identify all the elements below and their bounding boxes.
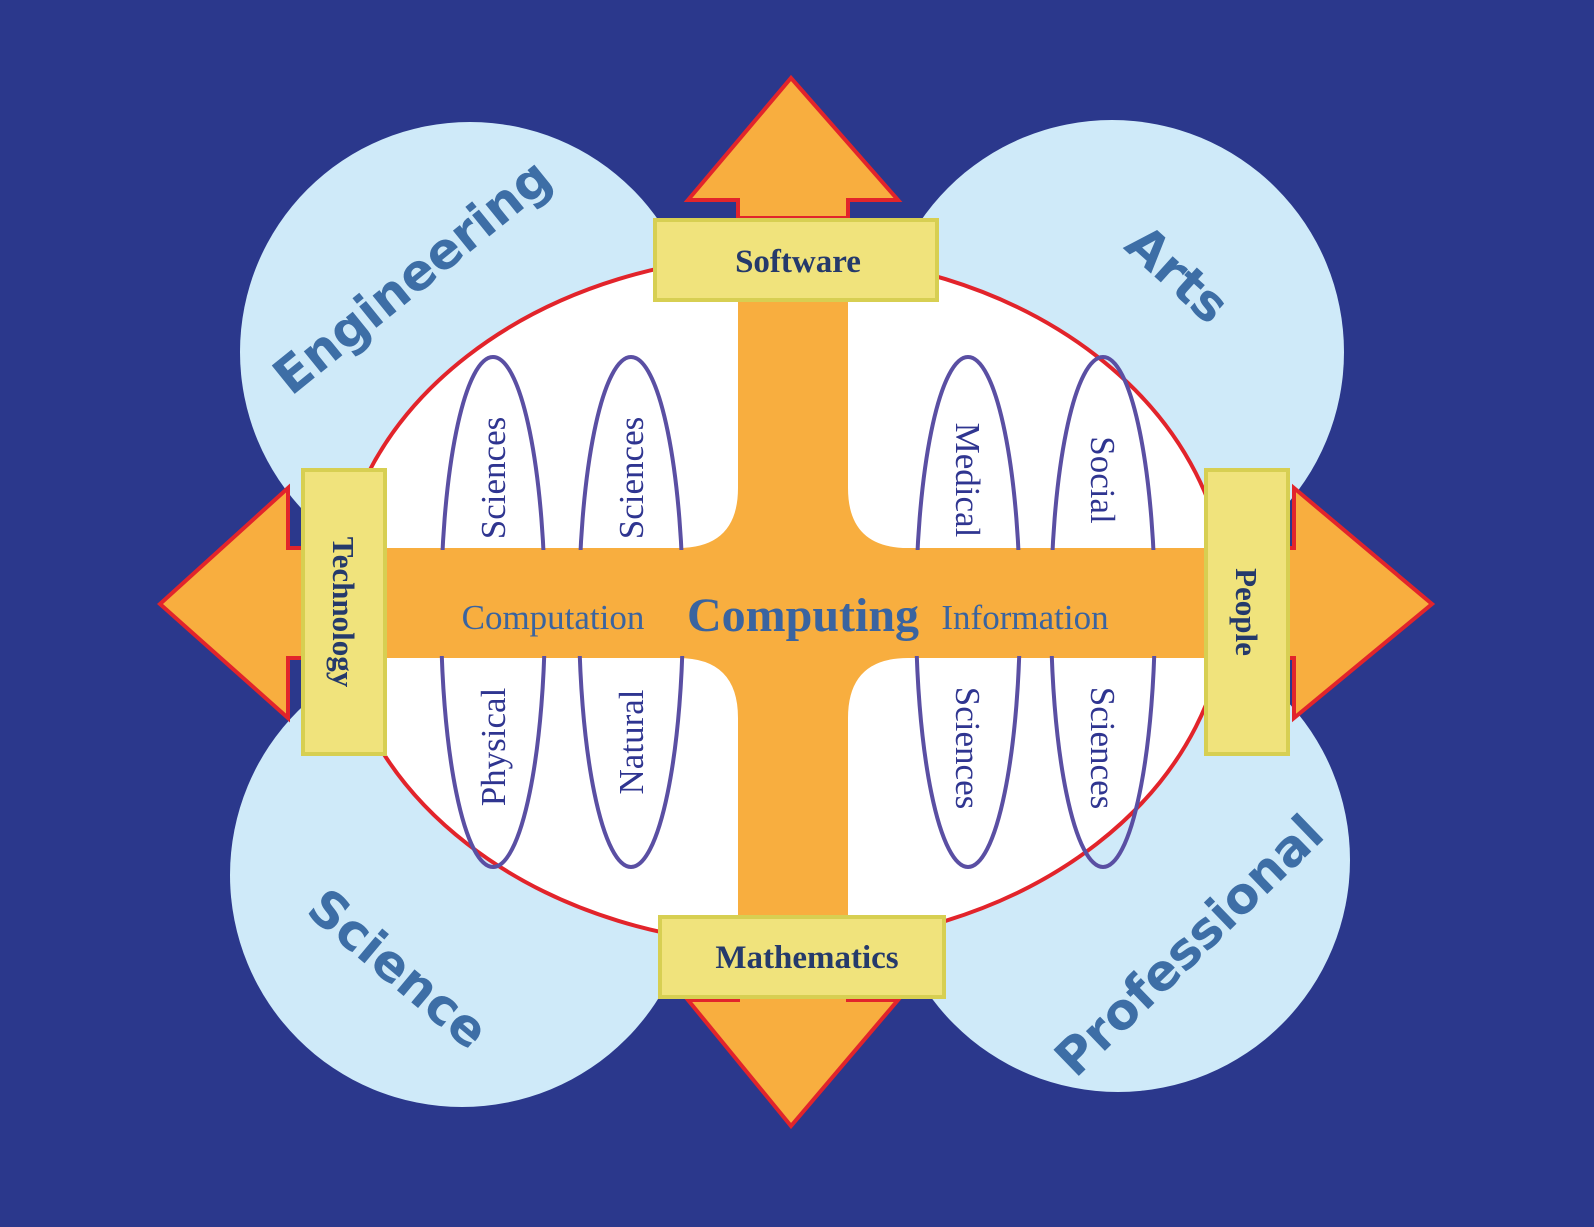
cross-corner-curve xyxy=(678,488,738,548)
ellipse-3-upper-label: Medical xyxy=(948,423,987,538)
information-label: Information xyxy=(941,598,1108,637)
ellipse-4-upper-label: Social xyxy=(1083,436,1122,524)
ellipse-1-upper-label: Sciences xyxy=(474,417,513,539)
cross-corner-curve xyxy=(678,658,738,718)
cross-corner-curve xyxy=(848,658,908,718)
computation-label: Computation xyxy=(462,598,645,637)
ellipse-4-lower-label: Sciences xyxy=(1083,687,1122,809)
mathematics-label: Mathematics xyxy=(715,940,898,976)
ellipse-1-lower-label: Physical xyxy=(474,687,513,806)
cross-corner-curve xyxy=(848,488,908,548)
software-box xyxy=(653,218,939,302)
ellipse-3-lower-label: Sciences xyxy=(948,687,987,809)
ellipse-2-upper-label: Sciences xyxy=(612,417,651,539)
people-box xyxy=(1204,468,1290,756)
technology-label: Technology xyxy=(326,537,361,688)
ellipse-2-lower-label: Natural xyxy=(612,689,651,794)
technology-box xyxy=(301,468,387,756)
arrow-up-head xyxy=(683,74,903,220)
mathematics-box xyxy=(658,915,946,999)
computing-label: Computing xyxy=(687,589,919,642)
cross-horizontal-band xyxy=(380,550,1220,656)
people-label: People xyxy=(1229,568,1264,656)
arrow-left-head xyxy=(157,483,307,723)
software-label: Software xyxy=(735,244,861,280)
